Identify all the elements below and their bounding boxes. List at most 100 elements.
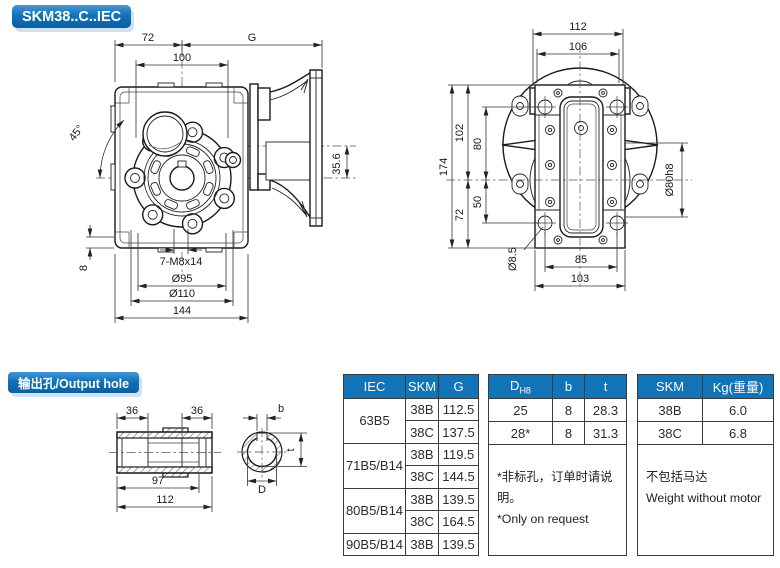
bore-cross-section (237, 428, 287, 479)
iec-table: IEC SKM G 63B5 38B 112.5 38C 137.5 71B5/… (343, 374, 479, 557)
output-hole-badge: 输出孔/Output hole (8, 372, 140, 393)
casting-lugs (511, 95, 649, 195)
dim-112: 112 (569, 21, 587, 33)
kg-cell: 6.0 (702, 398, 774, 422)
d-h8-header-sub: H8 (519, 385, 531, 396)
dim-36-left: 36 (126, 405, 138, 417)
dim-106: 106 (569, 41, 587, 53)
front-dimensions: 72 G 100 45° 35.6 8 7-M8x14 Ø95 Ø110 (67, 32, 350, 323)
front-view-drawing: 72 G 100 45° 35.6 8 7-M8x14 Ø95 Ø110 (67, 32, 358, 323)
g-cell: 119.5 (438, 442, 479, 467)
table-row: 28* 8 31.3 (488, 421, 627, 445)
input-bore (142, 111, 188, 157)
table-row: 25 8 28.3 (488, 398, 627, 422)
t-header: t (584, 374, 627, 399)
kg-header: Kg(重量) (702, 374, 774, 399)
table-row: 38C 6.8 (637, 421, 774, 445)
b-cell: 8 (552, 398, 585, 422)
skm-cell: 38C (637, 421, 703, 445)
d-h8-header: DH8 (488, 374, 553, 399)
table-row: 38C 144.5 (344, 465, 479, 489)
dim-t: t (285, 448, 297, 451)
g-cell: 137.5 (438, 420, 479, 444)
skm-cell: 38C (405, 510, 439, 534)
bore-note-cell: *非标孔，订单时请说明。 *Only on request (488, 444, 627, 556)
dim-97: 97 (152, 475, 164, 487)
model-title-badge: SKM38..C..IEC (12, 5, 132, 28)
iec-cell: 80B5/B14 (343, 487, 406, 534)
dim-100: 100 (173, 52, 191, 64)
weight-note-cell: 不包括马达 Weight without motor (637, 444, 774, 556)
bore-note-en: *Only on request (497, 512, 589, 526)
skm-header: SKM (405, 374, 439, 399)
g-header: G (438, 374, 479, 399)
dim-85: 85 (575, 254, 587, 266)
skm-cell: 38B (637, 398, 703, 422)
iec-cell: 63B5 (343, 398, 406, 444)
table-row: *非标孔，订单时请说明。 *Only on request (488, 444, 627, 556)
dim-72: 72 (142, 32, 154, 44)
weight-note-cn: 不包括马达 (646, 470, 708, 484)
output-hole-drawing: 36 36 97 112 b t D (109, 403, 307, 512)
bore-table: DH8 b t 25 8 28.3 28* 8 31.3 *非标孔，订单时请说明… (488, 374, 627, 556)
g-cell: 164.5 (438, 510, 479, 534)
oil-plug (224, 151, 242, 169)
b-cell: 8 (552, 421, 585, 445)
face-screws (545, 88, 617, 245)
table-row: 38B 6.0 (637, 398, 774, 422)
dim-8: 8 (78, 265, 90, 271)
bore-note-cn: *非标孔，订单时请说明。 (497, 470, 613, 505)
hollow-shaft-section (109, 427, 221, 478)
g-cell: 144.5 (438, 465, 479, 489)
rear-housing (446, 44, 692, 288)
dim-g: G (248, 32, 257, 44)
t-cell: 31.3 (584, 421, 627, 445)
weight-table: SKM Kg(重量) 38B 6.0 38C 6.8 不包括马达 Weight … (637, 374, 774, 556)
table-row: 不包括马达 Weight without motor (637, 444, 774, 556)
output-hole-dimensions: 36 36 97 112 b t D (116, 403, 307, 512)
dim-45deg: 45° (67, 123, 87, 144)
dim-36-right: 36 (191, 405, 203, 417)
d-cell: 25 (488, 398, 553, 422)
table-row: 38C 164.5 (344, 510, 479, 534)
g-cell: 112.5 (438, 397, 479, 422)
skm-cell: 38C (405, 420, 439, 444)
skm-cell: 38B (405, 397, 439, 422)
iec-cell: 71B5/B14 (343, 442, 406, 489)
dim-174: 174 (438, 158, 450, 176)
dim-80: 80 (472, 138, 484, 150)
iec-cell: 90B5/B14 (343, 532, 406, 557)
dim-72-rear: 72 (454, 209, 466, 221)
rear-dimensions: 112 106 174 102 72 80 50 Ø8.5 85 103 (438, 21, 688, 291)
skm-weight-header: SKM (637, 374, 703, 399)
g-cell: 139.5 (438, 487, 479, 512)
dim-50: 50 (472, 196, 484, 208)
rear-view-drawing: 112 106 174 102 72 80 50 Ø8.5 85 103 (438, 21, 692, 291)
dim-d80h8: Ø80h8 (664, 163, 676, 196)
dim-d8-5: Ø8.5 (507, 247, 519, 271)
b-header: b (552, 374, 585, 399)
table-row: 63B5 38B 112.5 (343, 397, 479, 444)
dim-112-hole: 112 (156, 494, 174, 506)
dim-103: 103 (571, 273, 589, 285)
t-cell: 28.3 (584, 398, 627, 422)
dim-102: 102 (454, 124, 466, 142)
table-row: 80B5/B14 38B 139.5 (343, 487, 479, 534)
dim-144: 144 (173, 305, 191, 317)
skm-cell: 38B (405, 487, 439, 512)
dim-b: b (278, 403, 284, 415)
iec-adapter-side (249, 69, 323, 227)
iec-header: IEC (343, 374, 406, 399)
g-cell: 139.5 (438, 532, 479, 557)
weight-note-en: Weight without motor (646, 491, 762, 505)
dim-d95: Ø95 (172, 273, 193, 285)
dim-d110: Ø110 (169, 288, 195, 300)
dim-D: D (258, 484, 266, 496)
skm-cell: 38B (405, 532, 439, 557)
kg-cell: 6.8 (702, 421, 774, 445)
dim-7-m8x14: 7-M8x14 (160, 256, 203, 268)
mounting-bolt-holes (534, 96, 628, 234)
d-cell: 28* (488, 421, 553, 445)
table-row: 71B5/B14 38B 119.5 (343, 442, 479, 489)
